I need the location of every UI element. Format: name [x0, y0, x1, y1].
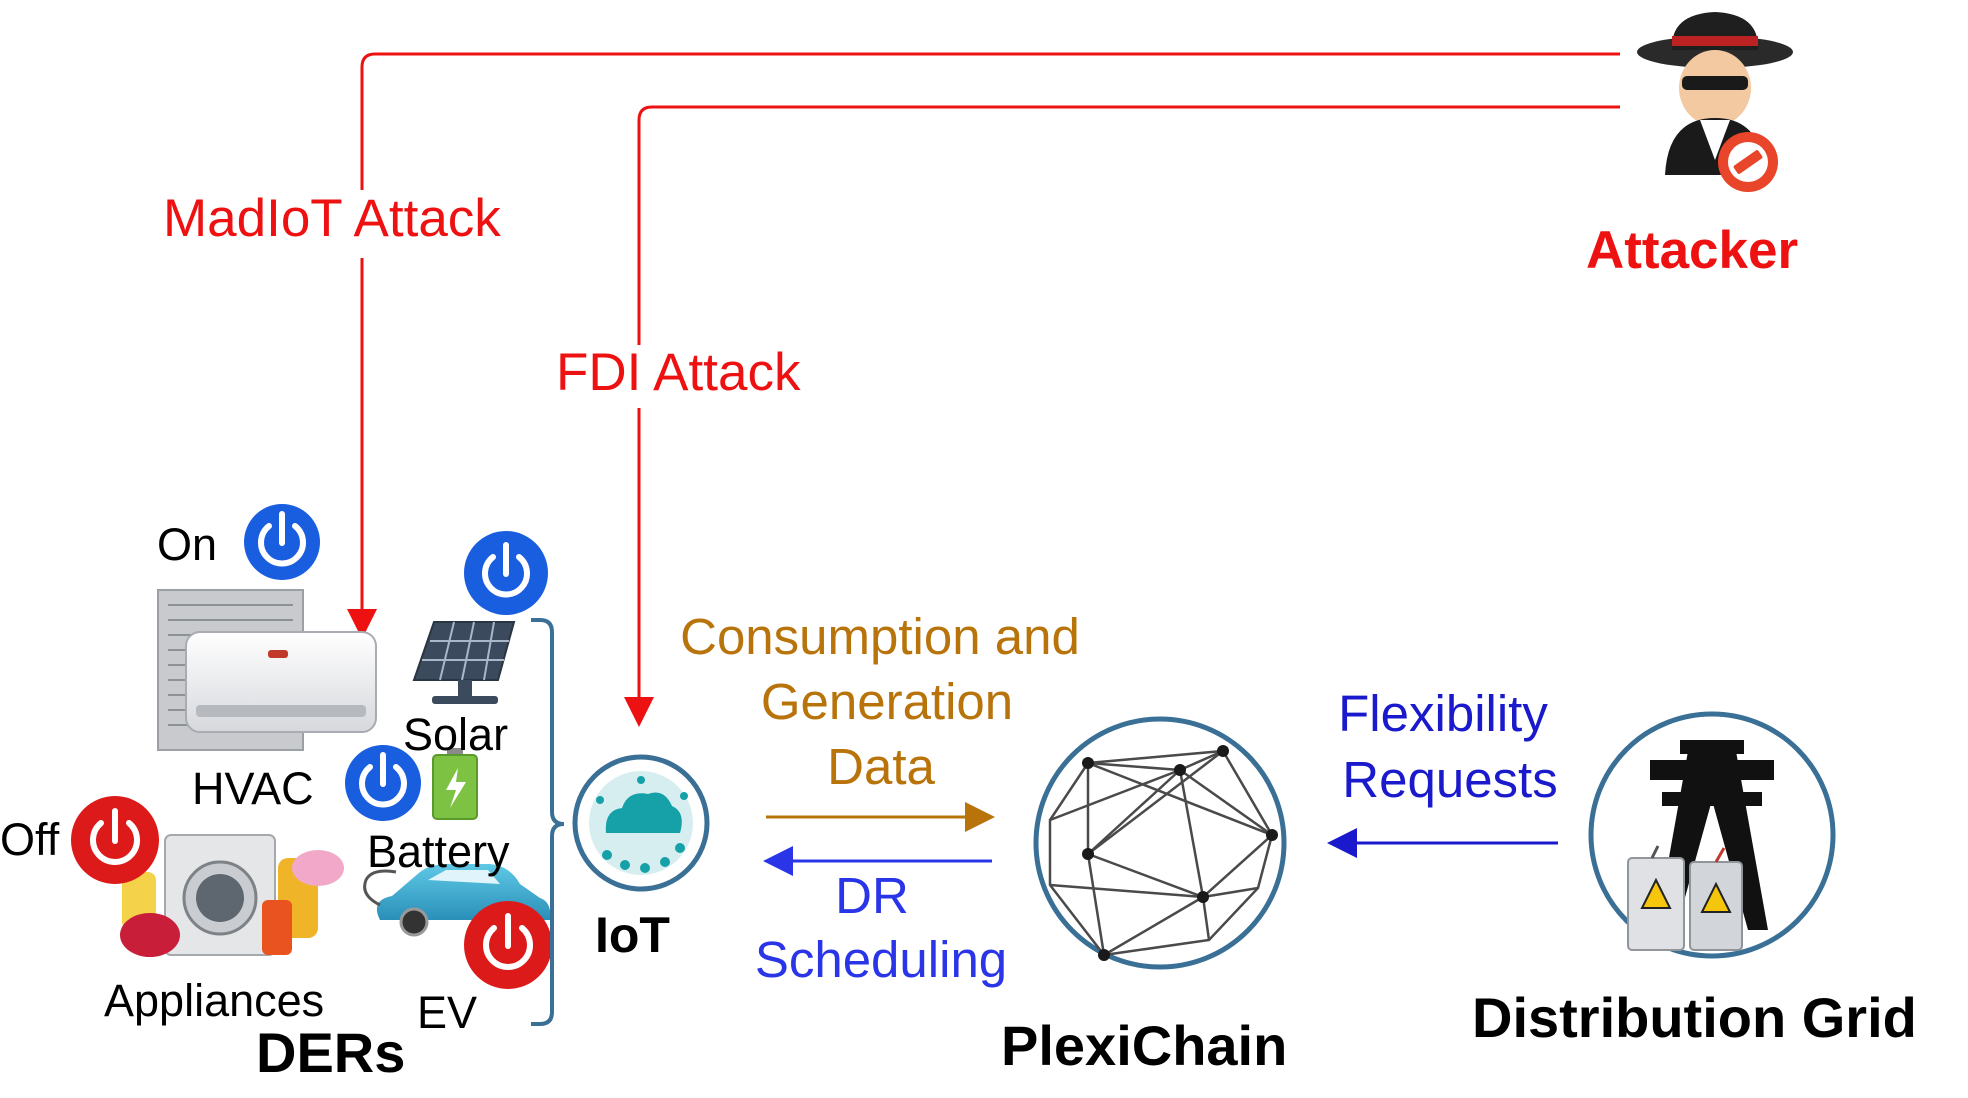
- hvac-label: HVAC: [192, 763, 314, 814]
- dr-scheduling-label-line2: Scheduling: [754, 931, 1008, 988]
- appliances-label: Appliances: [104, 975, 325, 1026]
- flexibility-requests-label-line1: Flexibility: [1338, 685, 1548, 742]
- ev-label: EV: [417, 987, 478, 1038]
- power-off-icon: [71, 796, 159, 884]
- flexibility-requests-label-line2: Requests: [1342, 751, 1558, 808]
- solar-panel-icon: [412, 621, 516, 704]
- power-off-icon: [464, 901, 552, 989]
- distribution-grid-label: Distribution Grid: [1472, 986, 1917, 1049]
- solar-label: Solar: [403, 709, 509, 760]
- power-on-icon: [244, 504, 320, 580]
- consumption-data-label-line1: Consumption and: [680, 608, 1080, 665]
- dr-scheduling-label-line1: DR: [835, 867, 909, 924]
- consumption-data-label-line3: Data: [827, 738, 935, 795]
- hvac-icon: [157, 589, 377, 751]
- transformer-icon: [1627, 845, 1743, 951]
- distribution-grid-icon: [1588, 711, 1836, 959]
- fdi-attack-label: FDI Attack: [556, 343, 801, 402]
- power-on-icon: [345, 745, 421, 821]
- madiot-attack-line: [362, 52, 1620, 636]
- ders-bracket: [531, 618, 565, 1026]
- plexichain-network-icon: [1033, 716, 1287, 970]
- plexichain-label: PlexiChain: [1001, 1014, 1288, 1077]
- on-label: On: [157, 519, 218, 570]
- fdi-attack-line: [639, 105, 1620, 724]
- iot-icon: [572, 754, 710, 892]
- iot-label: IoT: [595, 907, 670, 963]
- ders-title: DERs: [256, 1021, 406, 1084]
- power-on-icon: [464, 531, 548, 615]
- madiot-attack-label: MadIoT Attack: [163, 189, 501, 248]
- off-label: Off: [0, 814, 60, 865]
- battery-icon: [432, 748, 478, 820]
- battery-label: Battery: [367, 826, 510, 877]
- appliances-icon: [120, 834, 344, 957]
- attacker-icon: [1637, 12, 1793, 192]
- attacker-label: Attacker: [1586, 221, 1799, 280]
- consumption-data-label-line2: Generation: [760, 673, 1014, 730]
